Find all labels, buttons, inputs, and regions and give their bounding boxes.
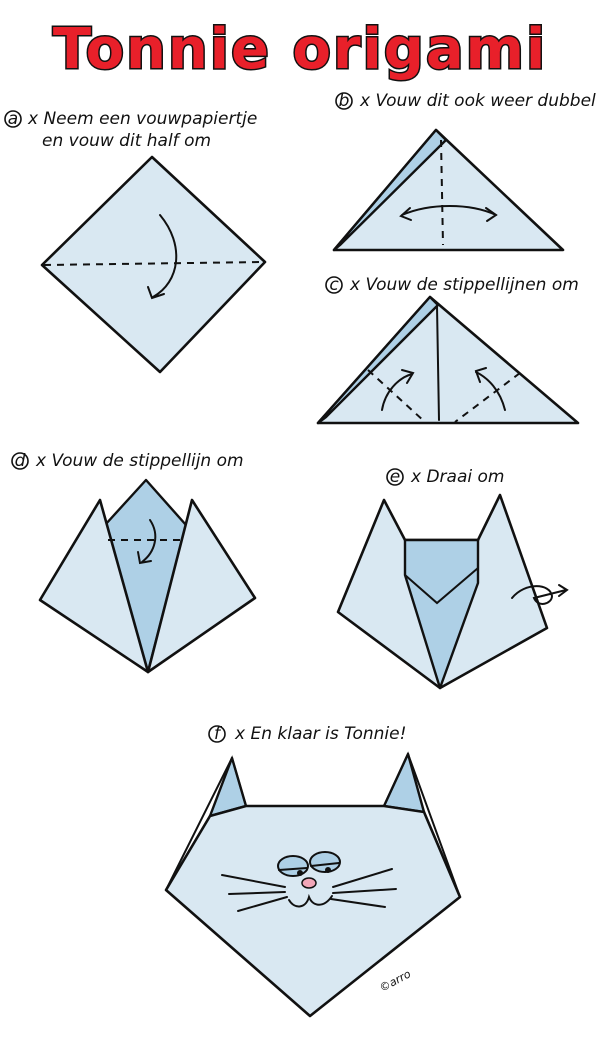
step-c-triangle-paper (316, 295, 580, 425)
step-b-arrow-head-left (399, 207, 412, 221)
cat-pupil-right (325, 867, 331, 873)
cat-ear-right-outline (383, 751, 461, 898)
step-c-back-flap (316, 295, 440, 425)
step-f-instruction: x En klaar is Tonnie! (234, 724, 406, 744)
svg-text:b: b (339, 91, 350, 111)
cat-face-paper (164, 804, 462, 1018)
step-d-instruction: x Vouw de stippellijn om (35, 451, 244, 471)
step-c-marker: c (325, 275, 343, 295)
step-c-fold-line-right (454, 372, 521, 423)
step-f-marker: f (208, 724, 226, 744)
step-e-inner-fold (403, 538, 480, 690)
step-a-marker: a (4, 109, 22, 129)
cat-face (221, 851, 397, 912)
step-c-center-line (436, 305, 440, 421)
step-b-triangle-paper (332, 128, 565, 252)
svg-text:d: d (15, 451, 26, 471)
step-a-arrow-head (147, 286, 165, 300)
cat-nose (301, 877, 317, 889)
cat-eye-left (277, 855, 309, 877)
cat-whiskers-left (221, 874, 288, 912)
svg-text:f: f (214, 724, 223, 744)
svg-text:e: e (390, 467, 400, 487)
step-d-arrow-head (137, 551, 152, 565)
cat-pupil-left (297, 870, 303, 876)
step-b-arrow-head-right (485, 207, 498, 222)
step-d-fold-arrow (141, 519, 157, 563)
step-f: f x En klaar is Tonnie! ©arro (164, 724, 462, 1018)
page-title: Tonnie origami (53, 17, 547, 82)
step-b-marker: b (335, 91, 353, 111)
cat-eyelid-left (278, 867, 308, 871)
step-e-arrow-head (558, 584, 569, 597)
step-d-right-flap (146, 498, 257, 674)
step-d: d x Vouw de stippellijn om (11, 451, 257, 674)
step-d-left-flap (38, 498, 150, 674)
artist-signature: ©arro (377, 967, 413, 994)
step-c: c x Vouw de stippellijnen om (316, 275, 580, 425)
cat-whiskers-right (330, 868, 397, 908)
svg-text:a: a (8, 109, 18, 129)
step-c-instruction: x Vouw de stippellijnen om (349, 275, 579, 295)
cat-eyelid-right (310, 862, 340, 867)
step-a: a x Neem een vouwpapiertje en vouw dit h… (4, 109, 267, 374)
step-c-arrow-head-left (401, 369, 415, 384)
cat-eye-right (309, 851, 341, 873)
step-b-instruction: x Vouw dit ook weer dubbel (359, 91, 596, 111)
step-b-double-arrow (401, 205, 497, 216)
step-b-center-fold (440, 139, 444, 246)
step-a-fold-arrow (152, 214, 178, 298)
step-c-arrow-left (381, 373, 413, 411)
step-a-instruction-1: x Neem een vouwpapiertje (27, 109, 257, 129)
step-e: e x Draai om (336, 467, 569, 690)
step-c-arrow-head-right (474, 367, 487, 383)
step-e-instruction: x Draai om (410, 467, 504, 487)
step-a-fold-line (43, 261, 264, 266)
step-e-marker: e (386, 467, 404, 487)
step-e-turn-arrow (511, 585, 567, 605)
svg-text:c: c (329, 275, 339, 295)
cat-mouth (288, 893, 333, 908)
step-a-instruction-2: en vouw dit half om (42, 131, 211, 151)
cat-ear-left-outline (165, 755, 247, 891)
step-e-fold-notch (404, 567, 479, 605)
step-b: b x Vouw dit ook weer dubbel (332, 91, 596, 252)
step-b-back-flap (332, 128, 448, 252)
step-c-arrow-right (475, 371, 506, 411)
step-d-marker: d (11, 451, 29, 471)
